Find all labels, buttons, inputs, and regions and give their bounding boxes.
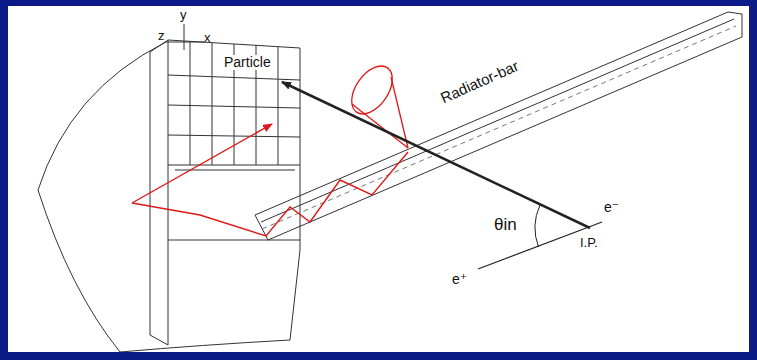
particle-label: Particle bbox=[222, 55, 273, 70]
wall-edge bbox=[290, 250, 300, 340]
angle-arc bbox=[535, 205, 540, 247]
y-axis bbox=[184, 24, 185, 50]
radiator-bar bbox=[255, 12, 742, 240]
point-label: I.P. bbox=[580, 236, 598, 250]
wall-edge bbox=[168, 40, 169, 345]
axis-label: x bbox=[204, 31, 211, 45]
particle-track bbox=[282, 82, 590, 228]
wall-edge bbox=[150, 335, 168, 345]
expansion-outline bbox=[38, 42, 166, 352]
photon-path bbox=[132, 152, 408, 236]
wall-edge bbox=[300, 48, 301, 250]
photon-arrow bbox=[132, 124, 272, 203]
angle-label: θin bbox=[494, 216, 517, 235]
cherenkov-cone bbox=[343, 59, 408, 148]
detector-grid bbox=[168, 40, 300, 240]
beam-label: e⁻ bbox=[604, 200, 619, 215]
axis-label: y bbox=[180, 8, 187, 22]
expansion-outline bbox=[120, 340, 290, 352]
axis-label: z bbox=[158, 29, 165, 43]
beam-label: e⁺ bbox=[452, 272, 467, 287]
